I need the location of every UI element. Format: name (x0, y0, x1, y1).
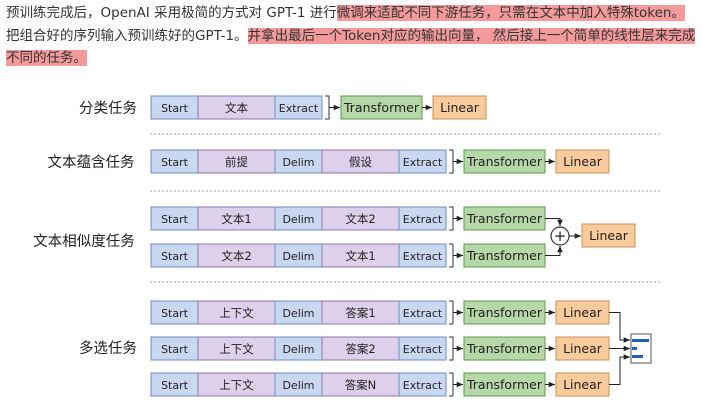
bracket (449, 149, 454, 174)
token-extract (398, 243, 447, 268)
intro-text-1: 预训练完成后，OpenAI 采用极简的方式对 GPT-1 进行 (6, 5, 337, 21)
input-sequence: Start 上下文 Delim 答案2 Extract (150, 336, 447, 361)
transformer-label: Transformer (466, 154, 543, 169)
token-extract (398, 300, 447, 325)
connector-line (609, 354, 630, 385)
connector-line (609, 312, 630, 343)
linear-block (432, 95, 487, 120)
input-sequence: Start 文本 Extract (150, 95, 323, 120)
softmax-bar (632, 355, 643, 358)
token-extract-label: Extract (403, 343, 443, 356)
plus-symbol: + (554, 227, 567, 245)
softmax-output-icon (630, 333, 652, 364)
input-sequence: Start 文本2 Delim 文本1 Extract (150, 243, 447, 268)
token-extract-label: Extract (403, 307, 443, 320)
linear-label: Linear (563, 341, 603, 356)
transformer-label: Transformer (466, 211, 543, 226)
softmax-bar (632, 347, 637, 350)
intro-paragraph: 预训练完成后，OpenAI 采用极简的方式对 GPT-1 进行微调来适配不同下游… (6, 2, 698, 70)
token-answer-label: 答案N (345, 378, 377, 392)
token-delim-label: Delim (282, 343, 314, 356)
transformer-label: Transformer (466, 248, 543, 263)
token-extract-label: Extract (403, 156, 443, 169)
token-extract-label: Extract (403, 213, 443, 226)
softmax-bar (632, 339, 649, 342)
transformer-label: Transformer (466, 377, 543, 392)
token-answer-label: 答案2 (345, 342, 375, 356)
bracket (449, 336, 454, 361)
token-delim-label: Delim (282, 379, 314, 392)
bracket (449, 206, 454, 231)
task-label-classification: 分类任务 (79, 100, 137, 117)
token-premise-label: 前提 (225, 155, 248, 169)
token-extract (398, 336, 447, 361)
token-extract (274, 95, 323, 120)
token-answer-label: 答案1 (345, 306, 375, 320)
token-context-label: 上下文 (219, 378, 254, 392)
transformer-label: Transformer (343, 100, 420, 115)
linear-label: Linear (563, 154, 603, 169)
intro-highlight-1: 微调来适配不同下游任务，只需在文本中加入特殊token。 (336, 5, 685, 21)
token-context-label: 上下文 (219, 342, 254, 356)
bracket (449, 243, 454, 268)
token-start-label: Start (161, 156, 189, 169)
transformer-label: Transformer (466, 341, 543, 356)
intro-text-2: 把组合好的序列输入预训练好的GPT-1。 (6, 27, 248, 44)
connector-line (545, 218, 563, 226)
token-text-label: 文本 (225, 101, 248, 115)
connector-line (545, 246, 563, 256)
token-context-label: 上下文 (219, 306, 254, 320)
token-delim-label: Delim (282, 156, 314, 169)
token-start-label: Start (161, 343, 189, 356)
linear-label: Linear (589, 228, 629, 243)
linear-label: Linear (563, 377, 603, 392)
token-text1-label: 文本1 (345, 249, 375, 263)
task-label-similarity: 文本相似度任务 (33, 233, 135, 250)
token-extract-label: Extract (403, 379, 443, 392)
token-extract (398, 372, 447, 397)
token-extract-label: Extract (403, 250, 443, 263)
token-text1-label: 文本1 (221, 212, 251, 226)
token-start-label: Start (161, 379, 189, 392)
task-label-multiple-choice: 多选任务 (79, 340, 137, 357)
linear-block (581, 223, 636, 248)
token-text2-label: 文本2 (221, 249, 251, 263)
token-extract (398, 149, 447, 174)
linear-block (555, 149, 610, 174)
bracket (449, 372, 454, 397)
input-sequence: Start 前提 Delim 假设 Extract (150, 149, 447, 174)
linear-label: Linear (563, 305, 603, 320)
linear-label: Linear (440, 100, 480, 115)
token-delim-label: Delim (282, 213, 314, 226)
token-extract (398, 206, 447, 231)
bracket (325, 95, 330, 120)
transformer-label: Transformer (466, 305, 543, 320)
input-sequence: Start 上下文 Delim 答案N Extract (150, 372, 447, 397)
token-start-label: Start (161, 102, 189, 115)
token-start-label: Start (161, 307, 189, 320)
token-start-label: Start (161, 250, 189, 263)
task-label-entailment: 文本蕴含任务 (48, 154, 135, 171)
bracket (449, 300, 454, 325)
token-extract-label: Extract (279, 102, 319, 115)
input-sequence: Start 上下文 Delim 答案1 Extract (150, 300, 447, 325)
input-sequence: Start 文本1 Delim 文本2 Extract (150, 206, 447, 231)
token-hypothesis-label: 假设 (349, 155, 372, 169)
token-text2-label: 文本2 (345, 212, 375, 226)
token-delim-label: Delim (282, 307, 314, 320)
token-delim-label: Delim (282, 250, 314, 263)
token-start-label: Start (161, 213, 189, 226)
